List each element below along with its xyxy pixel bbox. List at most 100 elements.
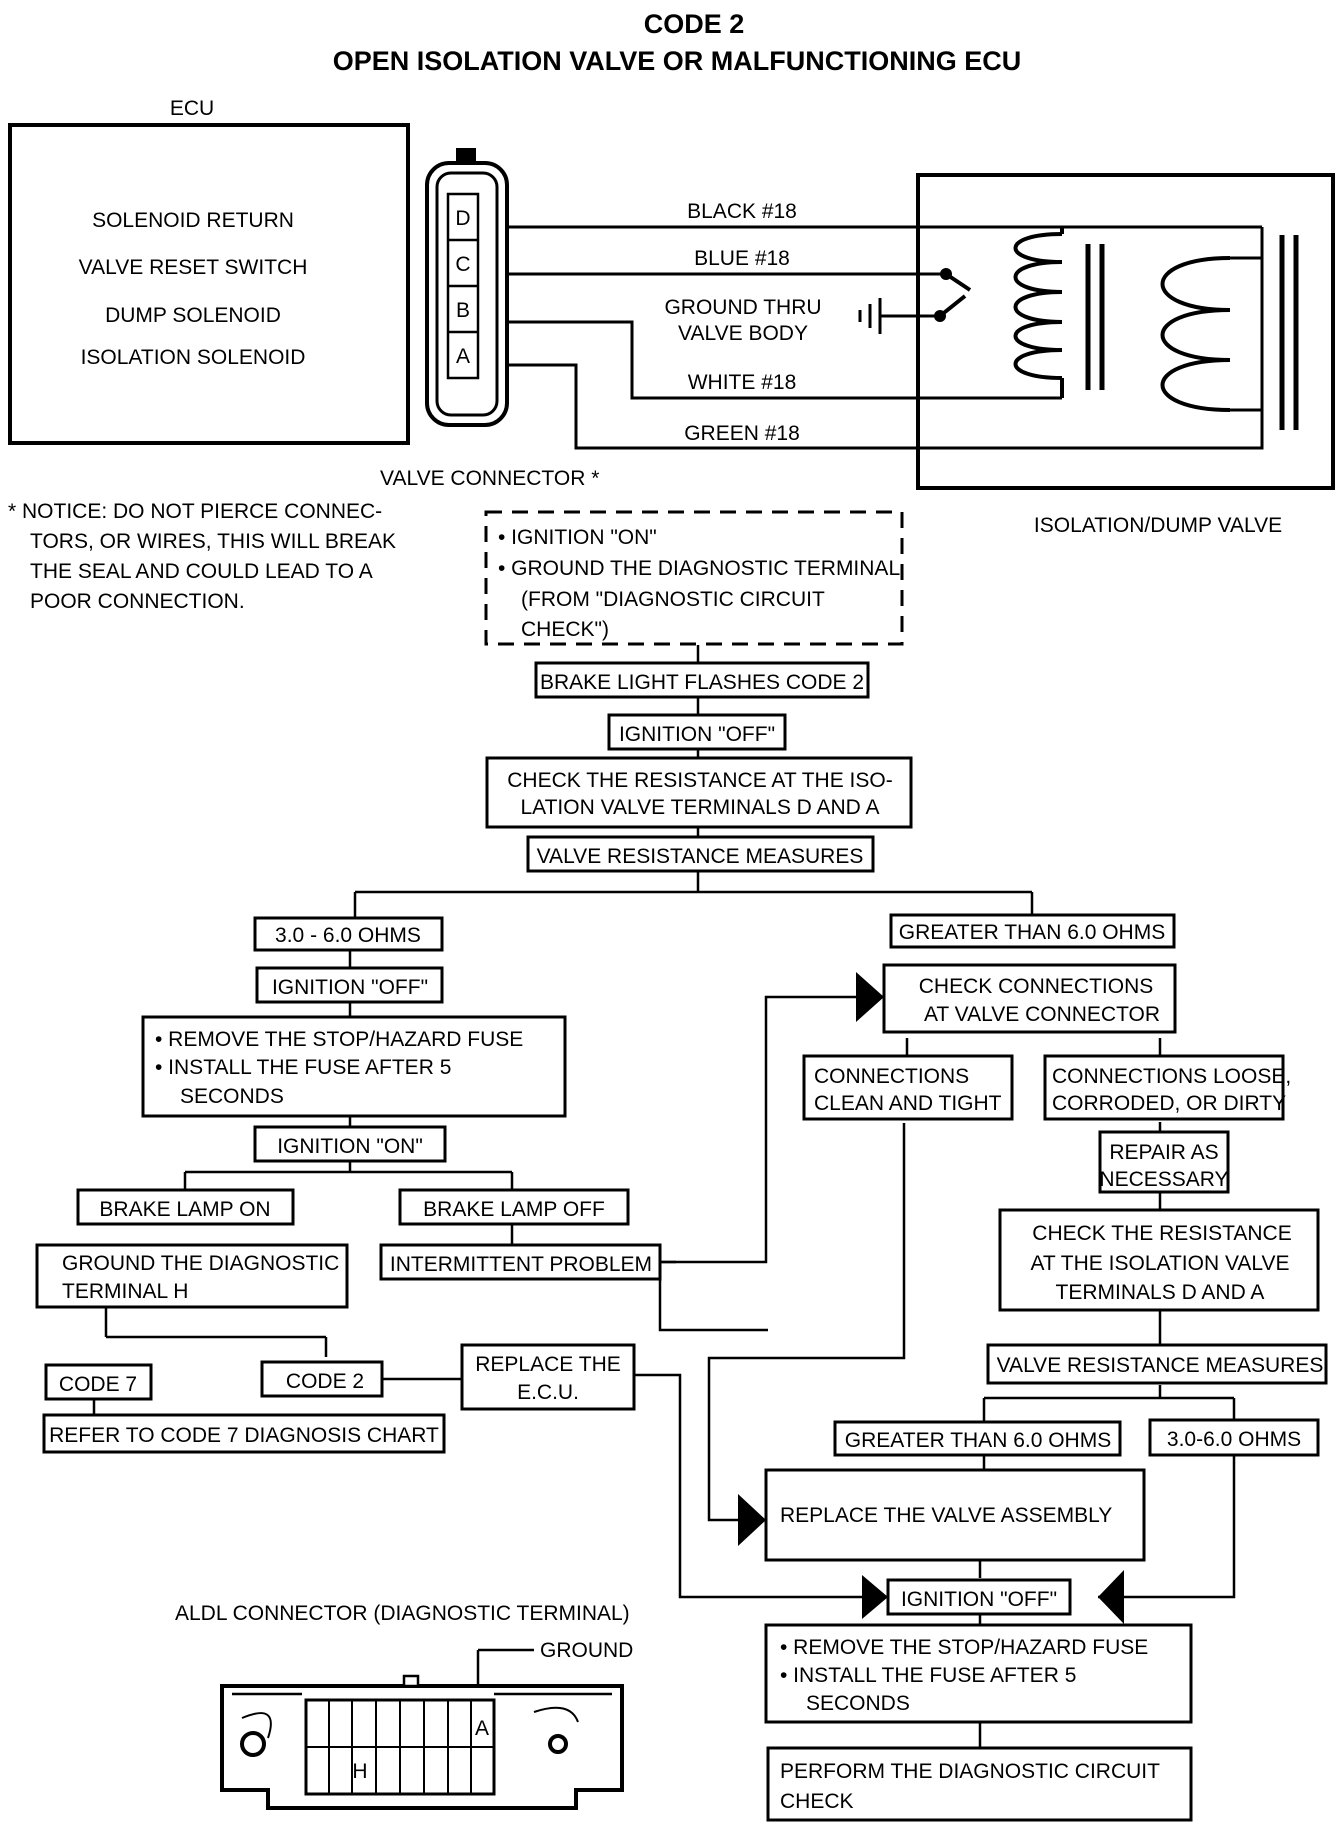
lamp-on: BRAKE LAMP ON bbox=[99, 1198, 270, 1221]
valve-connector-label: VALVE CONNECTOR * bbox=[380, 467, 599, 490]
notice-line-2: TORS, OR WIRES, THIS WILL BREAK bbox=[30, 530, 396, 553]
aldl-ground-label: GROUND bbox=[540, 1639, 633, 1662]
wire-green: GREEN #18 bbox=[684, 422, 800, 445]
remove-fuse-line-2: • INSTALL THE FUSE AFTER 5 bbox=[155, 1056, 451, 1079]
replace-ecu-line-2: E.C.U. bbox=[517, 1381, 579, 1404]
connector-pin-c: C bbox=[455, 253, 470, 276]
intermittent-box bbox=[379, 1243, 662, 1281]
remove-fuse-2-box bbox=[764, 1623, 1193, 1724]
ignition-on: IGNITION "ON" bbox=[277, 1135, 423, 1158]
check-resistance-2-box bbox=[998, 1208, 1320, 1312]
ground-h-box bbox=[35, 1243, 349, 1309]
connections-loose-line-2: CORRODED, OR DIRTY bbox=[1052, 1092, 1286, 1115]
ignition-off-box-3 bbox=[886, 1578, 1072, 1616]
notice-line-3: THE SEAL AND COULD LEAD TO A bbox=[30, 560, 373, 583]
ohms-low-box bbox=[253, 916, 444, 952]
ohms-3-6: 3.0-6.0 OHMS bbox=[1167, 1428, 1301, 1451]
repair-line-2: NECESSARY bbox=[1099, 1168, 1228, 1191]
wire-ground-2: VALVE BODY bbox=[678, 322, 808, 345]
connections-clean-line-1: CONNECTIONS bbox=[814, 1065, 969, 1088]
connector-pin-a: A bbox=[456, 345, 470, 368]
repair-line-1: REPAIR AS bbox=[1109, 1141, 1218, 1164]
ecu-function-3: DUMP SOLENOID bbox=[105, 304, 281, 327]
ignition-off-3: IGNITION "OFF" bbox=[901, 1588, 1057, 1611]
check-resistance-line-1: CHECK THE RESISTANCE AT THE ISO- bbox=[507, 769, 892, 792]
code2: CODE 2 bbox=[286, 1370, 364, 1393]
ecu-box bbox=[8, 123, 410, 445]
connections-loose-line-1: CONNECTIONS LOOSE, bbox=[1052, 1065, 1291, 1088]
isolation-dump-valve bbox=[858, 173, 1335, 490]
start-step-line-2: • GROUND THE DIAGNOSTIC TERMINAL bbox=[498, 557, 900, 580]
connector-pin-b: B bbox=[456, 299, 470, 322]
ignition-off-box-1 bbox=[607, 713, 787, 751]
lamp-off-box bbox=[398, 1188, 630, 1226]
check-connections-line-2: AT VALVE CONNECTOR bbox=[924, 1003, 1160, 1026]
title-line2: OPEN ISOLATION VALVE OR MALFUNCTIONING E… bbox=[333, 46, 1022, 76]
remove-fuse-box bbox=[141, 1015, 567, 1118]
connections-clean-line-2: CLEAN AND TIGHT bbox=[814, 1092, 1002, 1115]
gt6-ohms-2-box bbox=[833, 1420, 1122, 1457]
valve-resistance-2-box bbox=[986, 1343, 1328, 1385]
check-resistance-2-line-2: AT THE ISOLATION VALVE bbox=[1030, 1252, 1289, 1275]
flashes-code2-box bbox=[534, 661, 870, 699]
ignition-off-2: IGNITION "OFF" bbox=[272, 976, 428, 999]
check-connections-line-1: CHECK CONNECTIONS bbox=[919, 975, 1154, 998]
ignition-on-box bbox=[253, 1125, 447, 1163]
replace-valve-box bbox=[764, 1468, 1146, 1562]
flow-arrows bbox=[634, 972, 1236, 1624]
notice-line-1: * NOTICE: DO NOT PIERCE CONNEC- bbox=[8, 500, 382, 523]
valve-resistance-2: VALVE RESISTANCE MEASURES bbox=[997, 1354, 1324, 1377]
start-step-line-3: (FROM "DIAGNOSTIC CIRCUIT bbox=[521, 588, 825, 611]
check-resistance-2-line-3: TERMINALS D AND A bbox=[1056, 1281, 1265, 1304]
wiring bbox=[507, 225, 1264, 450]
lamp-on-box bbox=[76, 1188, 295, 1226]
check-resistance-line-2: LATION VALVE TERMINALS D AND A bbox=[520, 796, 879, 819]
perform-check-box bbox=[766, 1746, 1193, 1822]
ignition-off-1: IGNITION "OFF" bbox=[619, 723, 775, 746]
connector-pin-d: D bbox=[455, 207, 470, 230]
isolation-dump-valve-label: ISOLATION/DUMP VALVE bbox=[1034, 514, 1282, 537]
ohms-low: 3.0 - 6.0 OHMS bbox=[275, 924, 421, 947]
intermittent: INTERMITTENT PROBLEM bbox=[390, 1253, 652, 1276]
remove-fuse-line-3: SECONDS bbox=[180, 1085, 284, 1108]
flow-connectors bbox=[92, 645, 1236, 1748]
wire-ground-1: GROUND THRU bbox=[664, 296, 821, 319]
valve-connector bbox=[425, 148, 509, 427]
check-resistance-box bbox=[485, 756, 913, 829]
perform-check-line-1: PERFORM THE DIAGNOSTIC CIRCUIT bbox=[780, 1760, 1160, 1783]
remove-fuse-2-line-3: SECONDS bbox=[806, 1692, 910, 1715]
replace-valve: REPLACE THE VALVE ASSEMBLY bbox=[780, 1504, 1112, 1527]
check-connections-box bbox=[882, 963, 1177, 1034]
title-line1: CODE 2 bbox=[644, 9, 745, 39]
repair-box bbox=[1098, 1130, 1230, 1194]
refer-code7: REFER TO CODE 7 DIAGNOSIS CHART bbox=[49, 1424, 439, 1447]
start-step-line-4: CHECK") bbox=[521, 618, 609, 641]
ignition-off-box-2 bbox=[255, 966, 444, 1004]
aldl-pin-a: A bbox=[475, 1717, 489, 1740]
ground-h-line-2: TERMINAL H bbox=[62, 1280, 188, 1303]
code7-box bbox=[44, 1363, 153, 1401]
check-resistance-2-line-1: CHECK THE RESISTANCE bbox=[1032, 1222, 1291, 1245]
remove-fuse-line-1: • REMOVE THE STOP/HAZARD FUSE bbox=[155, 1028, 523, 1051]
ecu-label: ECU bbox=[170, 97, 214, 120]
aldl-connector bbox=[220, 1648, 624, 1810]
lamp-off: BRAKE LAMP OFF bbox=[423, 1198, 605, 1221]
ecu-function-4: ISOLATION SOLENOID bbox=[81, 346, 306, 369]
ground-h-line-1: GROUND THE DIAGNOSTIC bbox=[62, 1252, 339, 1275]
perform-check-line-2: CHECK bbox=[780, 1790, 854, 1813]
refer-code7-box bbox=[42, 1413, 446, 1454]
valve-resistance: VALVE RESISTANCE MEASURES bbox=[537, 845, 864, 868]
ohms-high-box bbox=[889, 913, 1176, 949]
ohms-3-6-box bbox=[1148, 1418, 1320, 1457]
replace-ecu-box bbox=[460, 1343, 636, 1411]
ecu-function-2: VALVE RESET SWITCH bbox=[79, 256, 308, 279]
flashes-code2: BRAKE LIGHT FLASHES CODE 2 bbox=[540, 671, 864, 694]
code7: CODE 7 bbox=[59, 1373, 137, 1396]
gt6-ohms-2: GREATER THAN 6.0 OHMS bbox=[845, 1429, 1111, 1452]
valve-resistance-box bbox=[526, 835, 875, 873]
connections-clean-box bbox=[802, 1054, 1014, 1121]
aldl-label: ALDL CONNECTOR (DIAGNOSTIC TERMINAL) bbox=[175, 1602, 630, 1625]
start-step-box bbox=[484, 510, 904, 646]
wire-white: WHITE #18 bbox=[688, 371, 797, 394]
